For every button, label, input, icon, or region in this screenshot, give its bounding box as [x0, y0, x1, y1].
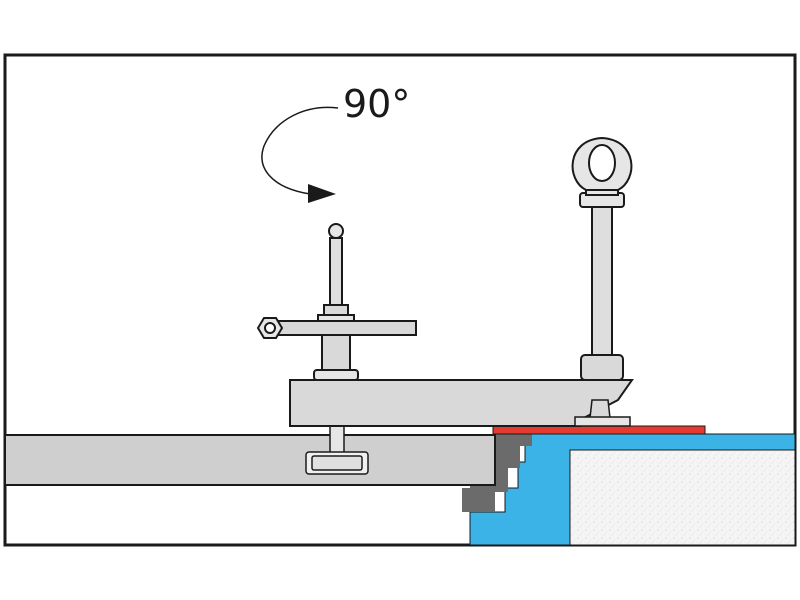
- handle-bar: [256, 317, 417, 339]
- clamp-foot: [574, 399, 631, 427]
- lifting-eye-bolt: [571, 136, 633, 381]
- foam-block: [569, 449, 796, 546]
- concrete-slab: [4, 434, 496, 486]
- seal-strip: [492, 425, 706, 435]
- rotation-angle-label: 90°: [343, 82, 410, 126]
- t-bolt-anchor: [305, 424, 369, 475]
- rotation-arrow-icon: [261, 106, 339, 203]
- substrate-step: [462, 434, 532, 512]
